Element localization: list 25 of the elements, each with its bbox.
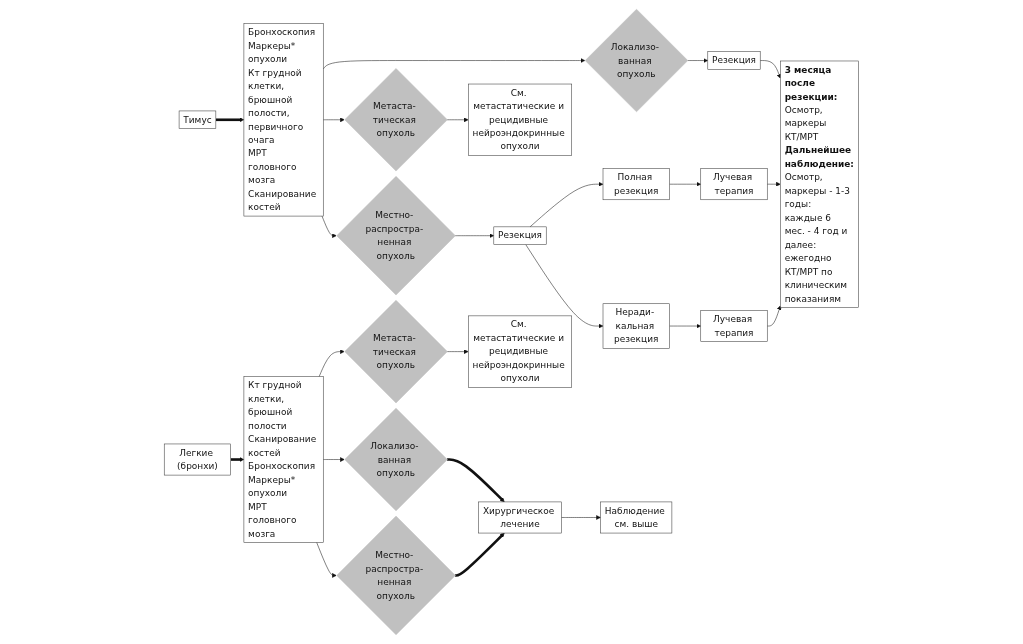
node-box: См. метастатические и рецидивные нейроэндокринные опухоли (468, 315, 573, 388)
node-box: Полная резекция (602, 168, 670, 201)
node-diamond: Метаста- тическая опухоль (344, 68, 448, 172)
node-box: Наблюдение см. выше (600, 501, 673, 534)
arrow (230, 457, 245, 462)
node-box: Хирургическое лечение (478, 501, 562, 534)
node-box: Лучевая терапия (700, 168, 768, 201)
node-diamond: Местно- распростра- ненная опухоль (336, 515, 456, 636)
node-box: Резекция (493, 226, 547, 245)
node-box: Легкие (бронхи) (164, 443, 232, 476)
node-diamond: Локализо- ванная опухоль (344, 407, 448, 512)
node-box: Резекция (707, 51, 761, 70)
node-box: 3 месяца после резекции: Осмотр, маркеры КТ/МРТ Дальнейшее наблюдение: Осмотр, маркеры - 1-3 годы: каждые 6 мес. - 4 год и далее: ежегодно КТ/МРТ по клиническим показаниям (780, 60, 859, 308)
node-diamond: Местно- распростра- ненная опухоль (336, 176, 456, 296)
node-box: Бронхоскопия Маркеры* опухоли Кт грудной клетки, брюшной полости, первичного очага МРТ головного мозга Сканирование костей (243, 23, 324, 217)
node-box: Кт грудной клетки, брюшной полости Сканирование костей Бронхоскопия Маркеры* опухоли МРТ головного мозга (243, 376, 324, 543)
node-diamond: Локализо- ванная опухоль (585, 8, 689, 113)
arrow (455, 532, 505, 577)
node-diamond: Метаста- тическая опухоль (344, 300, 448, 404)
node-box: См. метастатические и рецидивные нейроэндокринные опухоли (468, 83, 573, 156)
arrow (215, 117, 245, 123)
node-box: Неради- кальная резекция (602, 303, 670, 349)
node-box: Лучевая терапия (700, 310, 768, 342)
arrow (447, 458, 505, 503)
node-box: Тимус (178, 110, 217, 129)
